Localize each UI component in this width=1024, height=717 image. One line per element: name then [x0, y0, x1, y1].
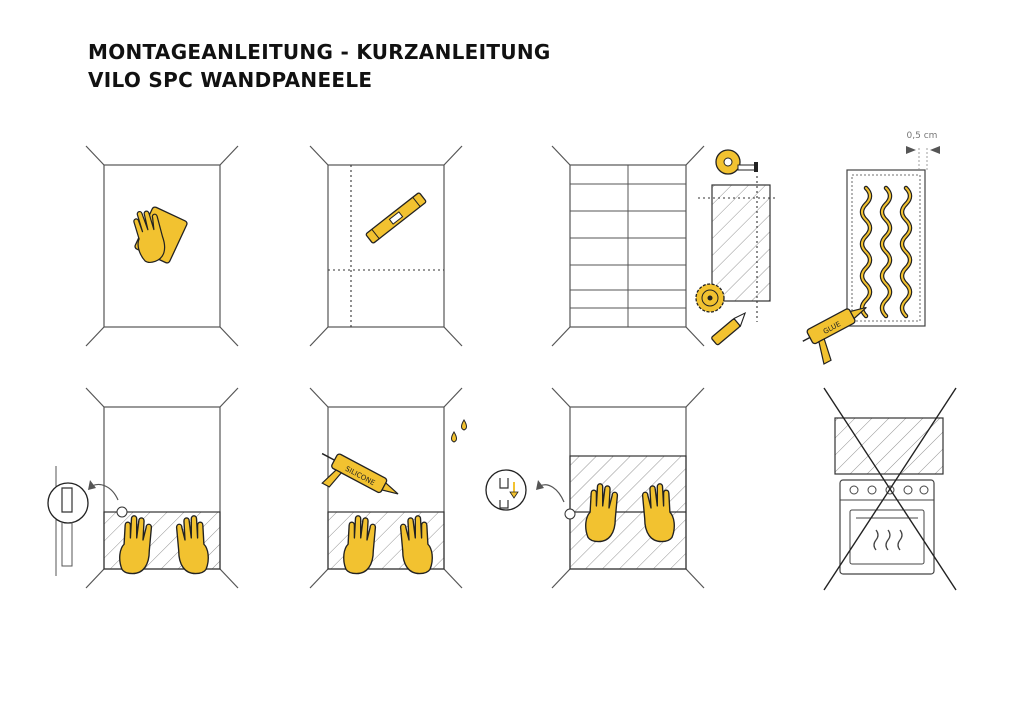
glue-gun-icon: GLUE	[802, 306, 867, 365]
step-6-first-panel	[47, 387, 239, 589]
step-3-panel-layout	[551, 145, 705, 347]
step-7-silicone: SILICONE	[309, 387, 467, 589]
saw-blade-icon	[695, 283, 725, 313]
prohibited-cross-icon	[823, 387, 957, 591]
profile-detail-callout	[47, 466, 119, 576]
dimension-label: 0,5 cm	[907, 131, 938, 141]
step-4-measure-cut	[695, 149, 776, 346]
title-block: MONTAGEANLEITUNG - KURZANLEITUNG VILO SP…	[88, 38, 551, 94]
step-9-no-heat-source	[823, 387, 957, 591]
document-title: MONTAGEANLEITUNG - KURZANLEITUNG	[88, 40, 551, 64]
joint-detail-callout	[485, 469, 565, 511]
glue-beads-fill	[861, 187, 911, 317]
cleaning-cloth-icon	[125, 205, 188, 266]
document-subtitle: VILO SPC WANDPANEELE	[88, 68, 373, 92]
utility-knife-icon	[711, 311, 747, 346]
spirit-level-icon	[365, 192, 427, 244]
step-2-mark-lines	[309, 145, 463, 347]
tape-measure-icon	[715, 149, 758, 175]
stove-icon	[839, 479, 935, 575]
step-1-clean-wall	[85, 145, 239, 347]
step-5-apply-glue: 0,5 cm GLUE	[802, 131, 940, 365]
step-8-next-panel	[485, 387, 705, 589]
silicone-drops-icon	[451, 419, 467, 443]
silicone-gun-icon: SILICONE	[321, 452, 399, 495]
